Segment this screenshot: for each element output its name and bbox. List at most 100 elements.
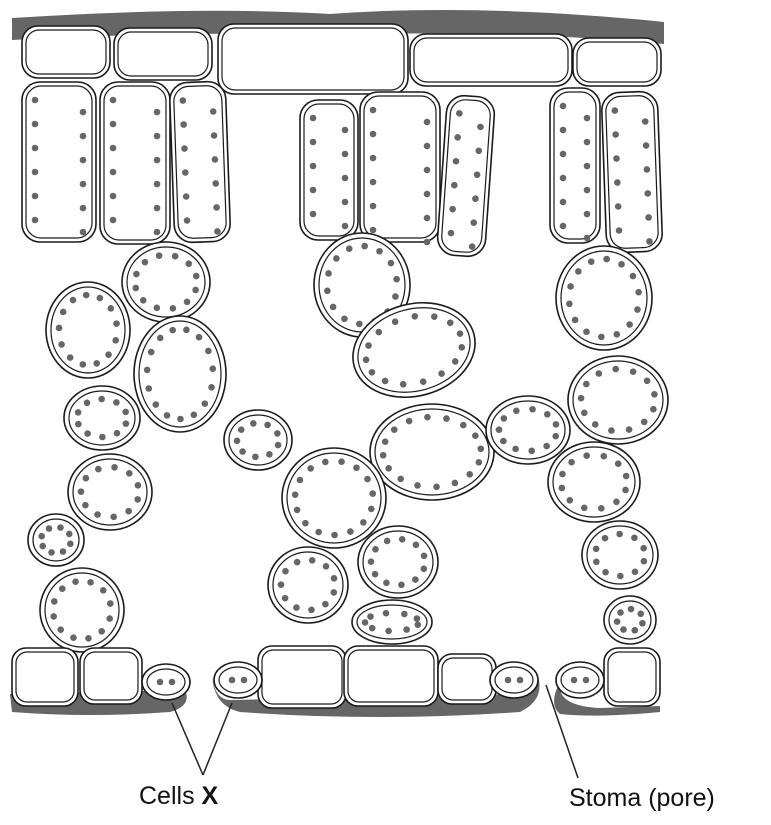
chloroplast: [98, 396, 105, 403]
palisade-cell: [360, 92, 440, 245]
chloroplast: [543, 443, 550, 450]
chloroplast: [346, 245, 353, 252]
spongy-cell: [604, 596, 656, 644]
palisade-cell: [169, 81, 231, 243]
chloroplast: [80, 361, 87, 368]
chloroplast: [196, 334, 203, 341]
chloroplast: [560, 223, 567, 230]
chloroplast: [164, 412, 171, 419]
chloroplast: [372, 571, 379, 578]
chloroplast: [403, 626, 410, 633]
chloroplast: [112, 337, 119, 344]
chloroplast: [50, 613, 57, 620]
palisade-cell: [550, 88, 600, 243]
chloroplast: [584, 187, 591, 194]
chloroplast: [110, 145, 117, 152]
spongy-cell: [122, 242, 210, 322]
chloroplast: [552, 433, 559, 440]
chloroplast: [110, 513, 117, 520]
chloroplast: [362, 619, 369, 626]
chloroplast: [360, 519, 367, 526]
chloroplast: [575, 268, 582, 275]
chloroplast: [630, 273, 637, 280]
chloroplast: [152, 401, 159, 408]
spongy-cell: [556, 246, 652, 350]
chloroplast: [107, 600, 114, 607]
chloroplast: [617, 573, 624, 580]
chloroplast: [154, 181, 161, 188]
upper-epidermis-cell: [573, 38, 661, 86]
lower-epidermis-cell: [604, 648, 660, 706]
spongy-cell: [28, 514, 84, 566]
chloroplast: [631, 627, 638, 634]
chloroplast: [154, 205, 161, 212]
chloroplast: [513, 407, 520, 414]
chloroplast: [170, 305, 177, 312]
guard-cell: [142, 664, 190, 700]
chloroplast: [414, 482, 421, 489]
chloroplast: [80, 205, 87, 212]
chloroplast: [433, 484, 440, 491]
chloroplast: [67, 541, 74, 548]
chloroplast: [361, 243, 368, 250]
chloroplast: [443, 415, 450, 422]
chloroplast: [388, 260, 395, 267]
spongy-cell: [64, 386, 140, 450]
chloroplast: [154, 133, 161, 140]
chloroplast: [93, 360, 100, 367]
chloroplast: [302, 520, 309, 527]
chloroplast: [99, 434, 106, 441]
spongy-cell: [134, 316, 226, 432]
chloroplast: [612, 366, 619, 373]
chloroplast: [70, 297, 77, 304]
spongy-mesophyll: [28, 233, 668, 652]
chloroplast: [641, 419, 648, 426]
chloroplast: [134, 496, 141, 503]
chloroplast: [640, 545, 647, 552]
chloroplast: [315, 529, 322, 536]
chloroplast: [398, 582, 405, 589]
chloroplast: [421, 553, 428, 560]
chloroplast: [94, 511, 101, 518]
chloroplast: [634, 306, 641, 313]
chloroplast: [123, 420, 130, 427]
chloroplast: [172, 253, 179, 260]
chloroplast: [325, 270, 332, 277]
leader-line-cells-x-right: [203, 703, 232, 775]
chloroplast: [406, 418, 413, 425]
chloroplast: [342, 127, 349, 134]
spongy-cell: [486, 396, 570, 464]
chloroplast: [617, 609, 624, 616]
chloroplast: [282, 568, 289, 575]
chloroplast: [208, 384, 215, 391]
chloroplast: [66, 531, 73, 538]
chloroplast: [385, 465, 392, 472]
chloroplast: [559, 485, 566, 492]
spongy-cell: [582, 521, 658, 589]
chloroplast: [393, 276, 400, 283]
chloroplast: [614, 618, 621, 625]
chloroplast: [80, 133, 87, 140]
chloroplast: [144, 367, 151, 374]
chloroplast: [460, 422, 467, 429]
chloroplast: [48, 549, 55, 556]
chloroplast: [370, 155, 377, 162]
chloroplast: [95, 466, 102, 473]
chloroplast: [583, 328, 590, 335]
chloroplast: [110, 193, 117, 200]
lower-epidermis-cell: [80, 648, 142, 704]
chloroplast: [592, 421, 599, 428]
chloroplast: [282, 595, 289, 602]
chloroplast: [154, 304, 161, 311]
chloroplast: [584, 163, 591, 170]
lower-epidermis-cell: [12, 648, 78, 706]
chloroplast: [367, 613, 374, 620]
chloroplast: [631, 535, 638, 542]
chloroplast: [202, 400, 209, 407]
chloroplast: [80, 157, 87, 164]
chloroplast: [98, 628, 105, 635]
chloroplast: [308, 606, 315, 613]
chloroplast: [581, 504, 588, 511]
chloroplast: [650, 406, 657, 413]
